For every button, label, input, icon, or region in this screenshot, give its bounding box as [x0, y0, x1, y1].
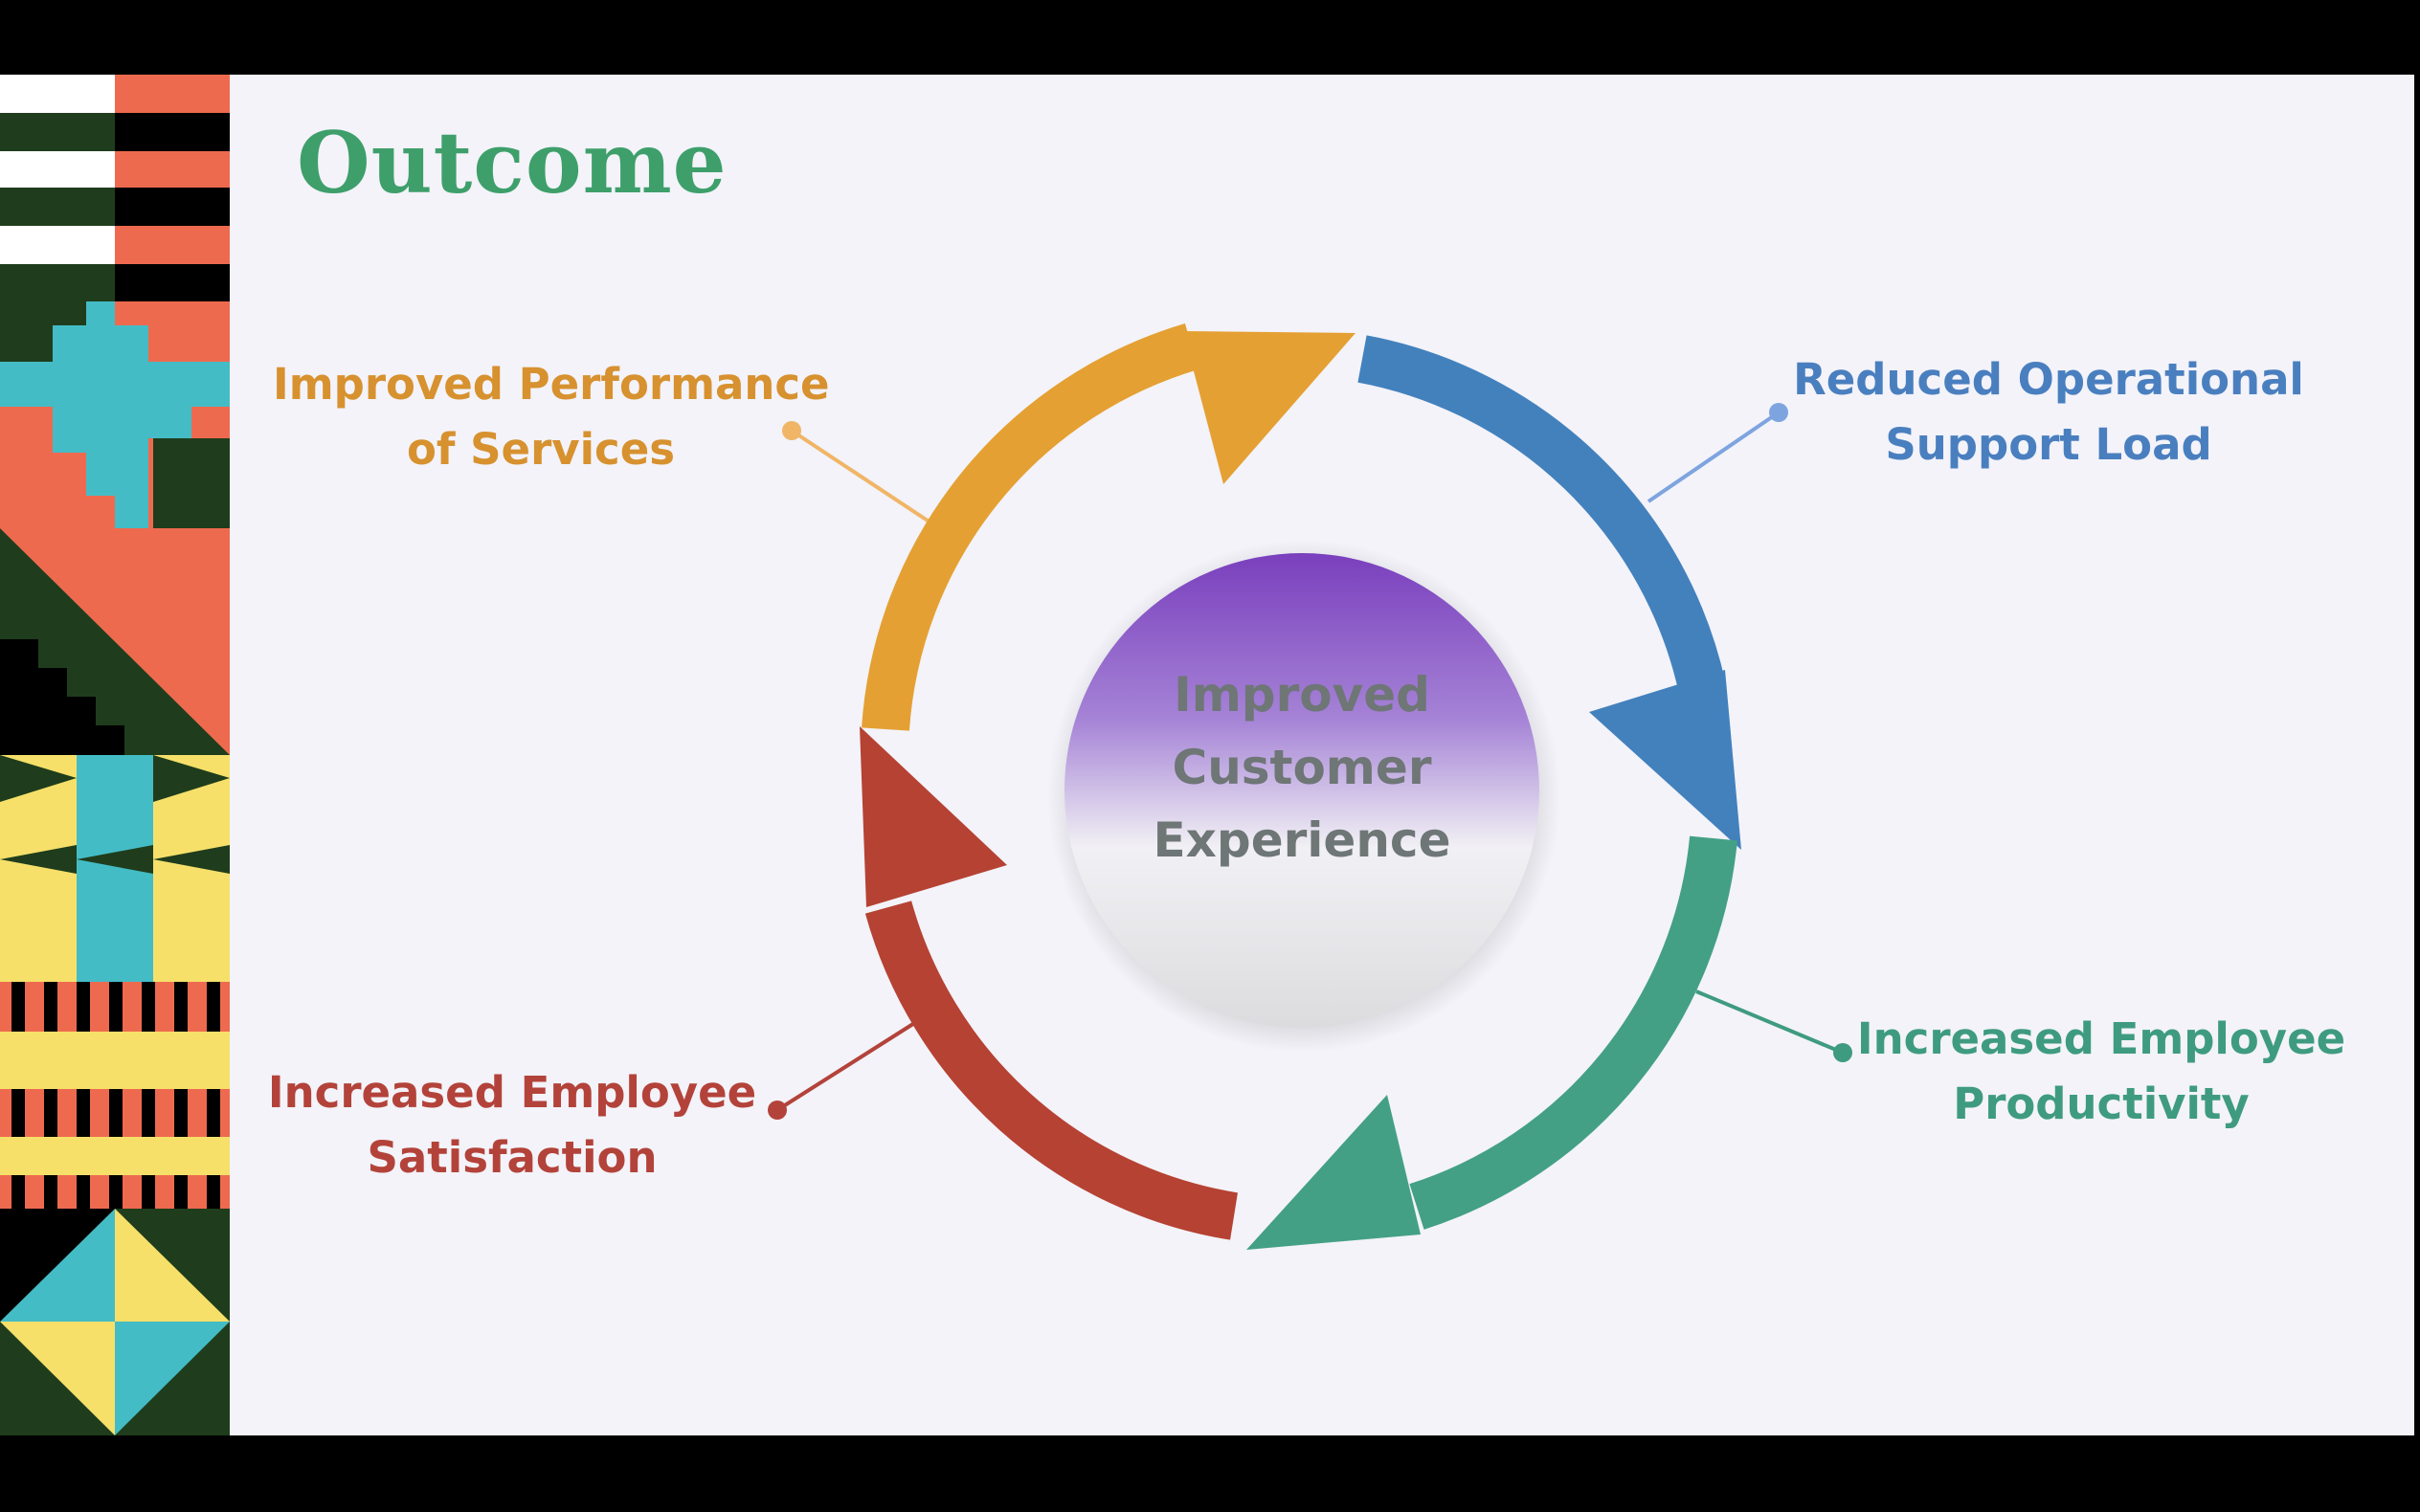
cycle-arc-performance	[862, 323, 1356, 731]
outcome-label-line: Reduced Operational	[1793, 354, 2304, 405]
slide-title: Outcome	[297, 113, 728, 212]
outcome-label-performance: Improved Performance of Services	[273, 352, 830, 482]
outcome-label-line: of Services	[406, 424, 676, 475]
outcome-label-productivity: Increased Employee Productivity	[1852, 1007, 2350, 1137]
outcome-label-line: Productivity	[1953, 1078, 2250, 1129]
cycle-arc-productivity	[1246, 835, 1737, 1250]
outcome-label-line: Increased Employee	[267, 1067, 757, 1118]
outcome-label-line: Satisfaction	[367, 1132, 658, 1183]
connector-satisfaction	[768, 1020, 918, 1120]
center-label-line: Improved	[1174, 667, 1430, 723]
cycle-diagram	[768, 323, 1852, 1250]
connector-operational	[1647, 403, 1788, 503]
outcome-label-line: Support Load	[1885, 419, 2212, 470]
outcome-label-line: Improved Performance	[273, 359, 830, 410]
cycle-arc-operational	[1357, 335, 1741, 850]
center-label-line: Experience	[1153, 812, 1451, 868]
outcome-label-satisfaction: Increased Employee Satisfaction	[263, 1060, 761, 1190]
center-label-line: Customer	[1172, 740, 1432, 795]
center-label: Improved Customer Experience	[1053, 658, 1551, 877]
decorative-pattern-strip	[0, 75, 230, 1435]
center-circle	[1064, 553, 1539, 1028]
connector-performance	[782, 421, 935, 526]
cycle-arc-satisfaction	[860, 726, 1238, 1240]
connector-productivity	[1695, 989, 1852, 1062]
slide: Outcome	[0, 75, 2414, 1435]
outcome-label-operational: Reduced Operational Support Load	[1790, 347, 2307, 478]
outcome-label-line: Increased Employee	[1856, 1013, 2346, 1064]
